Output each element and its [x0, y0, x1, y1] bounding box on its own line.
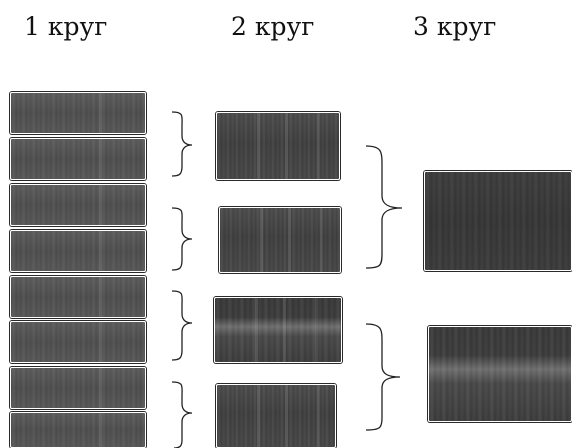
merge-bracket — [171, 290, 193, 361]
round-1-strip — [10, 138, 146, 180]
merge-bracket — [365, 145, 403, 269]
round-1-strip — [10, 276, 146, 318]
round-1-strip — [10, 184, 146, 226]
round-1-strip — [10, 230, 146, 272]
merge-bracket — [365, 323, 401, 431]
round-1-strip — [10, 92, 146, 134]
round-1-strip — [10, 367, 146, 409]
round-2-strip — [219, 207, 341, 273]
round-1-label: 1 круг — [24, 12, 108, 41]
merge-bracket — [171, 111, 193, 177]
merge-bracket — [171, 381, 193, 448]
round-2-label: 2 круг — [231, 12, 315, 41]
round-3-strip — [428, 326, 572, 422]
round-1-strip — [10, 321, 146, 363]
round-3-label: 3 круг — [413, 12, 497, 41]
round-2-strip — [214, 297, 342, 363]
round-2-strip — [216, 112, 340, 180]
merge-bracket — [171, 207, 193, 271]
round-3-strip — [424, 171, 572, 271]
